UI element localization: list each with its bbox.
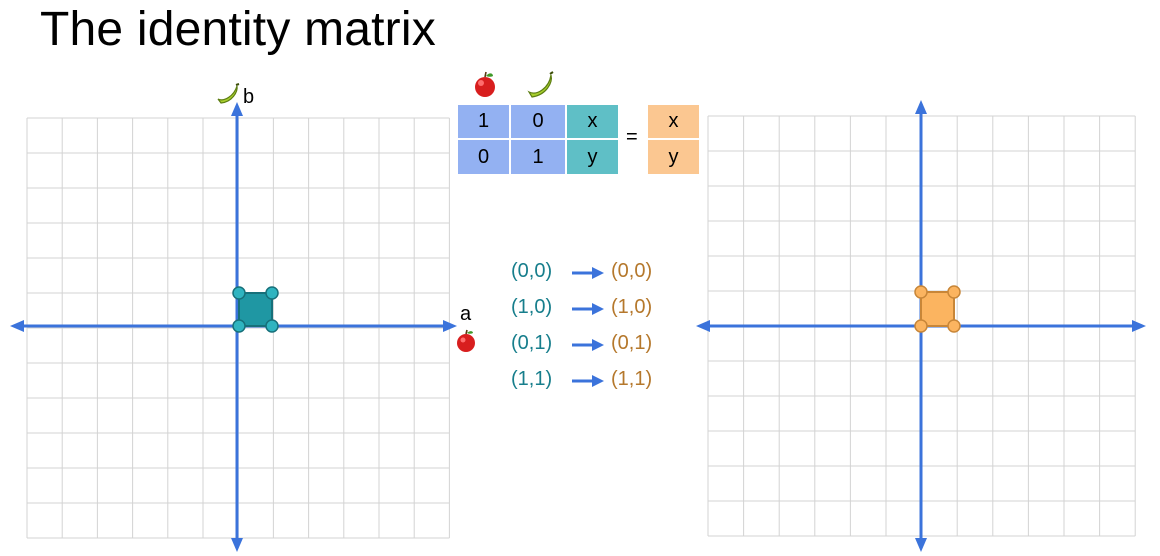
left-x-axis-arrow-left <box>10 320 24 332</box>
page-title: The identity matrix <box>40 3 436 56</box>
mapping-from: (0,0) <box>511 260 553 282</box>
input-vertex-01 <box>232 286 246 300</box>
mapping-list: (0,0) (0,0) (1,0) (1,0) (0,1) (0,1) (1,1… <box>511 260 691 404</box>
output-unit-square <box>920 291 955 327</box>
left-x-axis-arrow-right <box>443 320 457 332</box>
mapping-from: (1,0) <box>511 296 553 318</box>
left-y-axis-arrow-top <box>231 102 243 116</box>
right-x-axis-arrow-right <box>1132 320 1146 332</box>
right-arrow-icon <box>572 375 604 387</box>
mapping-to: (1,1) <box>611 368 653 390</box>
mapping-from: (0,1) <box>511 332 553 354</box>
matrix-cell-r1c0: 0 <box>457 139 510 175</box>
matrix-cell-r1c1: 1 <box>510 139 566 175</box>
vector-cell-y: y <box>566 139 619 175</box>
input-vertex-11 <box>265 286 279 300</box>
input-unit-square <box>238 292 273 327</box>
y-axis-label-b: b <box>243 86 255 108</box>
right-x-axis-arrow-left <box>696 320 710 332</box>
right-arrow-icon <box>572 339 604 351</box>
right-arrow-icon <box>572 267 604 279</box>
mapping-row: (0,0) (0,0) <box>511 260 691 296</box>
mapping-to: (0,1) <box>611 332 653 354</box>
apple-icon <box>457 329 475 352</box>
input-vertex-00 <box>232 319 246 333</box>
banana-icon <box>217 83 240 104</box>
vector-cell-x: x <box>566 104 619 139</box>
right-arrow-icon <box>572 303 604 315</box>
x-axis-label-a: a <box>460 303 472 325</box>
result-cell-y: y <box>647 139 700 175</box>
mapping-from: (1,1) <box>511 368 553 390</box>
matrix-equation: 1 0 0 1 x y = x y <box>457 66 707 178</box>
output-vertex-11 <box>947 285 961 299</box>
left-y-axis-arrow-bottom <box>231 538 243 552</box>
mapping-to: (0,0) <box>611 260 653 282</box>
output-vertex-01 <box>914 285 928 299</box>
output-vertex-10 <box>947 319 961 333</box>
matrix-cell-r0c1: 0 <box>510 104 566 139</box>
output-vertex-00 <box>914 319 928 333</box>
matrix-apple-icon <box>475 71 495 97</box>
right-y-axis-arrow-top <box>915 100 927 114</box>
equals-sign: = <box>626 126 638 148</box>
matrix-cell-r0c0: 1 <box>457 104 510 139</box>
result-cell-x: x <box>647 104 700 139</box>
matrix-banana-icon <box>527 71 554 98</box>
mapping-row: (0,1) (0,1) <box>511 332 691 368</box>
right-y-axis-arrow-bottom <box>915 538 927 552</box>
input-vertex-10 <box>265 319 279 333</box>
mapping-row: (1,0) (1,0) <box>511 296 691 332</box>
mapping-to: (1,0) <box>611 296 653 318</box>
mapping-row: (1,1) (1,1) <box>511 368 691 404</box>
